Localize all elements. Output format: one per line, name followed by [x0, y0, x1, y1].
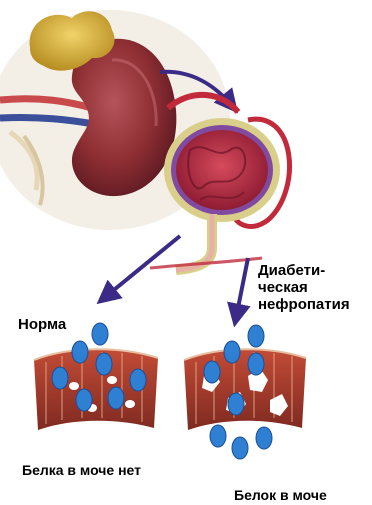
damaged-membrane [184, 349, 306, 430]
diabetic-nephropathy-label: Диабети- ческая нефропатия [258, 262, 350, 313]
protein-caption: Белок в моче [234, 487, 327, 504]
diabetic-label-line-1: Диабети- [258, 262, 350, 279]
normal-label: Норма [18, 316, 66, 333]
arrow-to-diabetic [236, 258, 248, 318]
no-protein-caption: Белка в моче нет [22, 462, 141, 479]
diabetic-label-line-3: нефропатия [258, 296, 350, 313]
diabetic-label-line-2: ческая [258, 279, 350, 296]
